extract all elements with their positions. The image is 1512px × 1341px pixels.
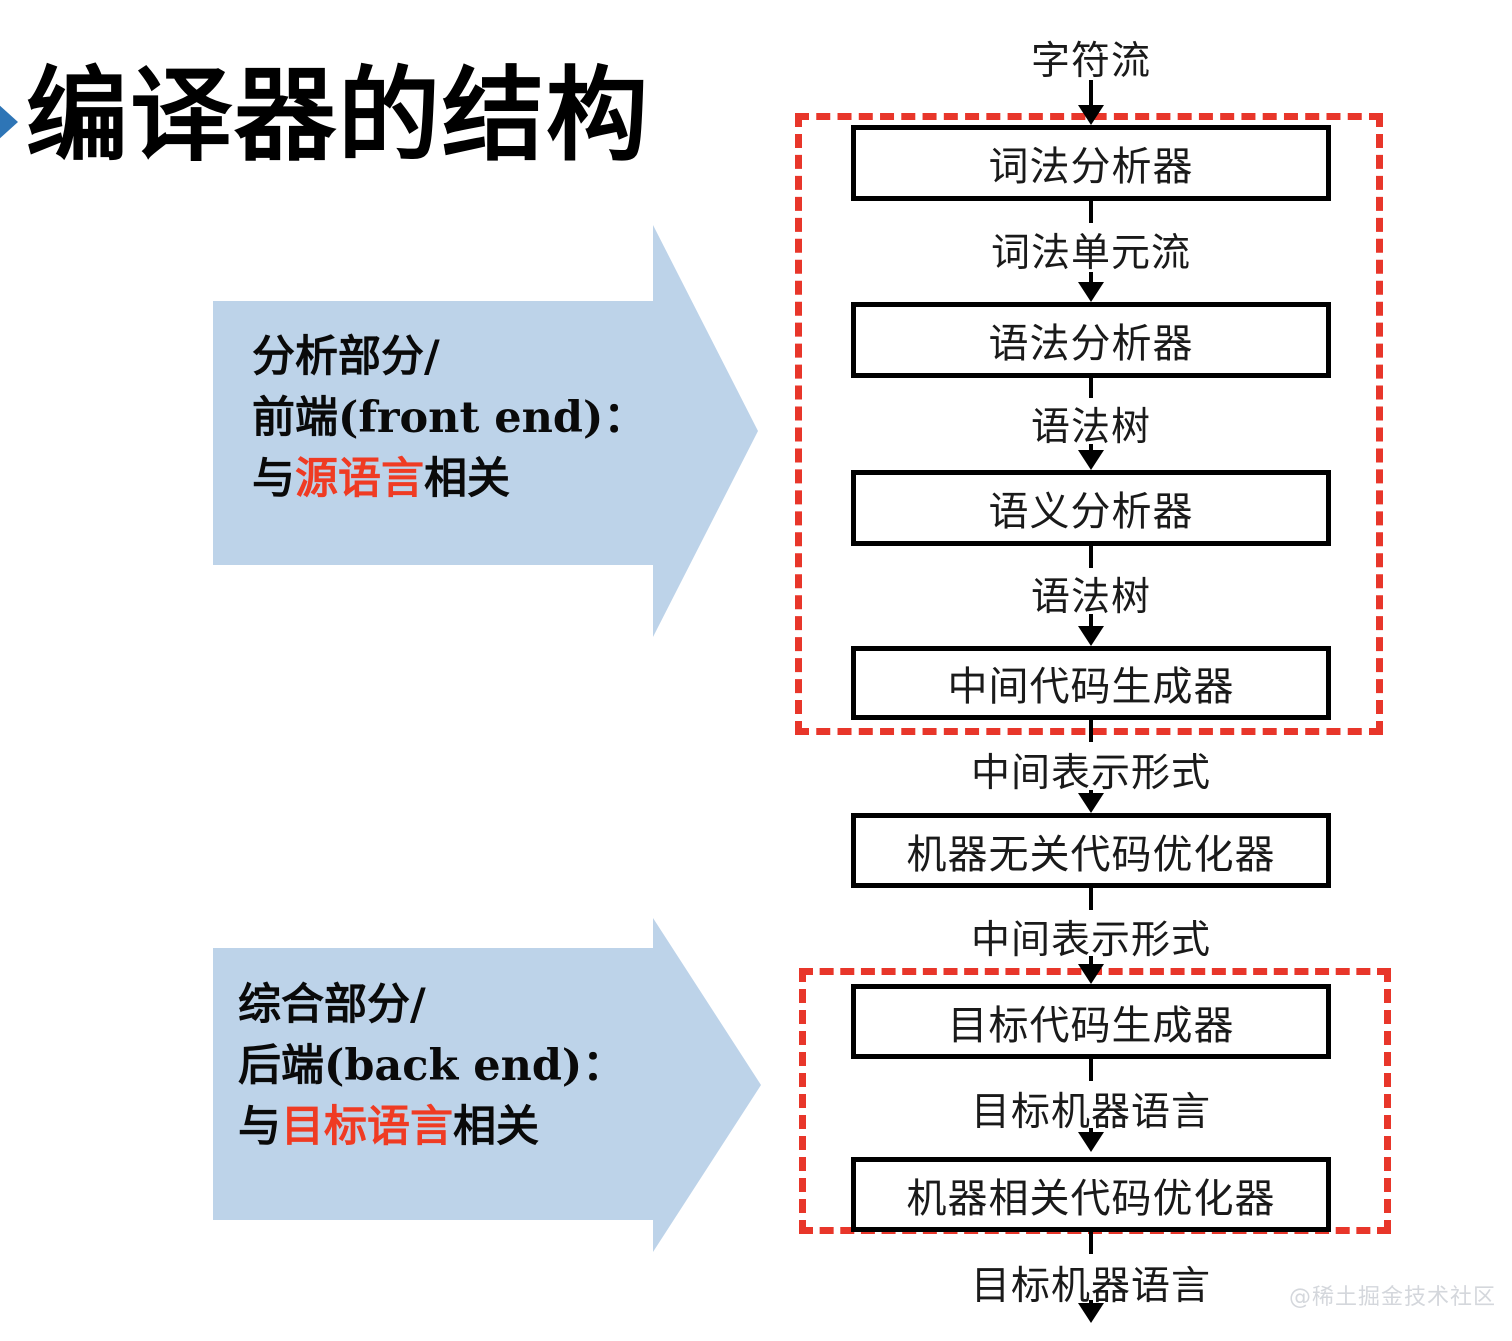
edge-label-syntax-tree-2: 语法树 — [1030, 575, 1151, 620]
connector-line — [1089, 201, 1093, 223]
connector-line — [1089, 1232, 1093, 1254]
front-end-line-2: 前端(front end)： — [252, 393, 647, 444]
compiler-pipeline-flowchart: 字符流 词法分析器 词法单元流 语法分析器 语法树 语义分析器 语法树 中间代码… — [851, 0, 1331, 1341]
node-machine-dependent-optimizer: 机器相关代码优化器 — [851, 1157, 1331, 1232]
front-end-line-1: 分析部分/ — [252, 332, 440, 382]
back-end-line-1: 综合部分/ — [238, 980, 426, 1030]
arrow-head-icon — [1078, 964, 1104, 984]
front-end-highlight: 源语言 — [295, 454, 424, 505]
connector-line — [1089, 80, 1093, 110]
back-end-arrow-banner — [213, 918, 761, 1252]
back-end-arrow-label: 综合部分/ 后端(back end)： 与目标语言相关 — [238, 975, 625, 1158]
connector-line — [1089, 378, 1093, 398]
right-arrow-banner-icon — [213, 225, 758, 637]
connector-line — [1089, 272, 1093, 286]
front-end-arrow-banner — [213, 225, 758, 637]
back-end-highlight: 目标语言 — [281, 1102, 453, 1153]
back-end-line-3: 与目标语言相关 — [238, 1102, 539, 1153]
front-end-line-3: 与源语言相关 — [252, 454, 510, 505]
edge-label-target-machine-language-1: 目标机器语言 — [970, 1090, 1211, 1135]
arrow-head-icon — [1078, 282, 1104, 302]
connector-line — [1089, 546, 1093, 568]
connector-line — [1089, 888, 1093, 910]
arrow-head-icon — [1078, 1303, 1104, 1323]
connector-line — [1089, 956, 1093, 970]
node-parser: 语法分析器 — [851, 302, 1331, 378]
arrow-head-icon — [1078, 626, 1104, 646]
connector-line — [1089, 720, 1093, 742]
right-arrow-banner-icon — [213, 918, 761, 1252]
connector-line — [1089, 1059, 1093, 1081]
edge-label-ir-1: 中间表示形式 — [970, 751, 1211, 796]
node-ir-generator: 中间代码生成器 — [851, 646, 1331, 720]
page-title: 编译器的结构 — [26, 57, 650, 176]
arrow-head-icon — [1078, 1132, 1104, 1152]
connector-line — [1089, 614, 1093, 628]
arrow-head-icon — [1078, 105, 1104, 125]
edge-label-ir-2: 中间表示形式 — [970, 918, 1211, 963]
triangle-right-icon — [0, 104, 18, 140]
edge-label-syntax-tree-1: 语法树 — [1030, 405, 1151, 450]
node-target-code-generator: 目标代码生成器 — [851, 984, 1331, 1059]
arrow-head-icon — [1078, 793, 1104, 813]
edge-label-token-stream: 词法单元流 — [990, 231, 1191, 276]
node-semantic-analyzer: 语义分析器 — [851, 470, 1331, 546]
arrow-head-icon — [1078, 450, 1104, 470]
back-end-line-2: 后端(back end)： — [238, 1041, 626, 1092]
front-end-arrow-label: 分析部分/ 前端(front end)： 与源语言相关 — [252, 327, 646, 510]
node-machine-independent-optimizer: 机器无关代码优化器 — [851, 813, 1331, 888]
watermark: @稀土掘金技术社区 — [1288, 1285, 1496, 1310]
node-lexer: 词法分析器 — [851, 125, 1331, 201]
edge-label-char-stream: 字符流 — [1030, 39, 1151, 84]
